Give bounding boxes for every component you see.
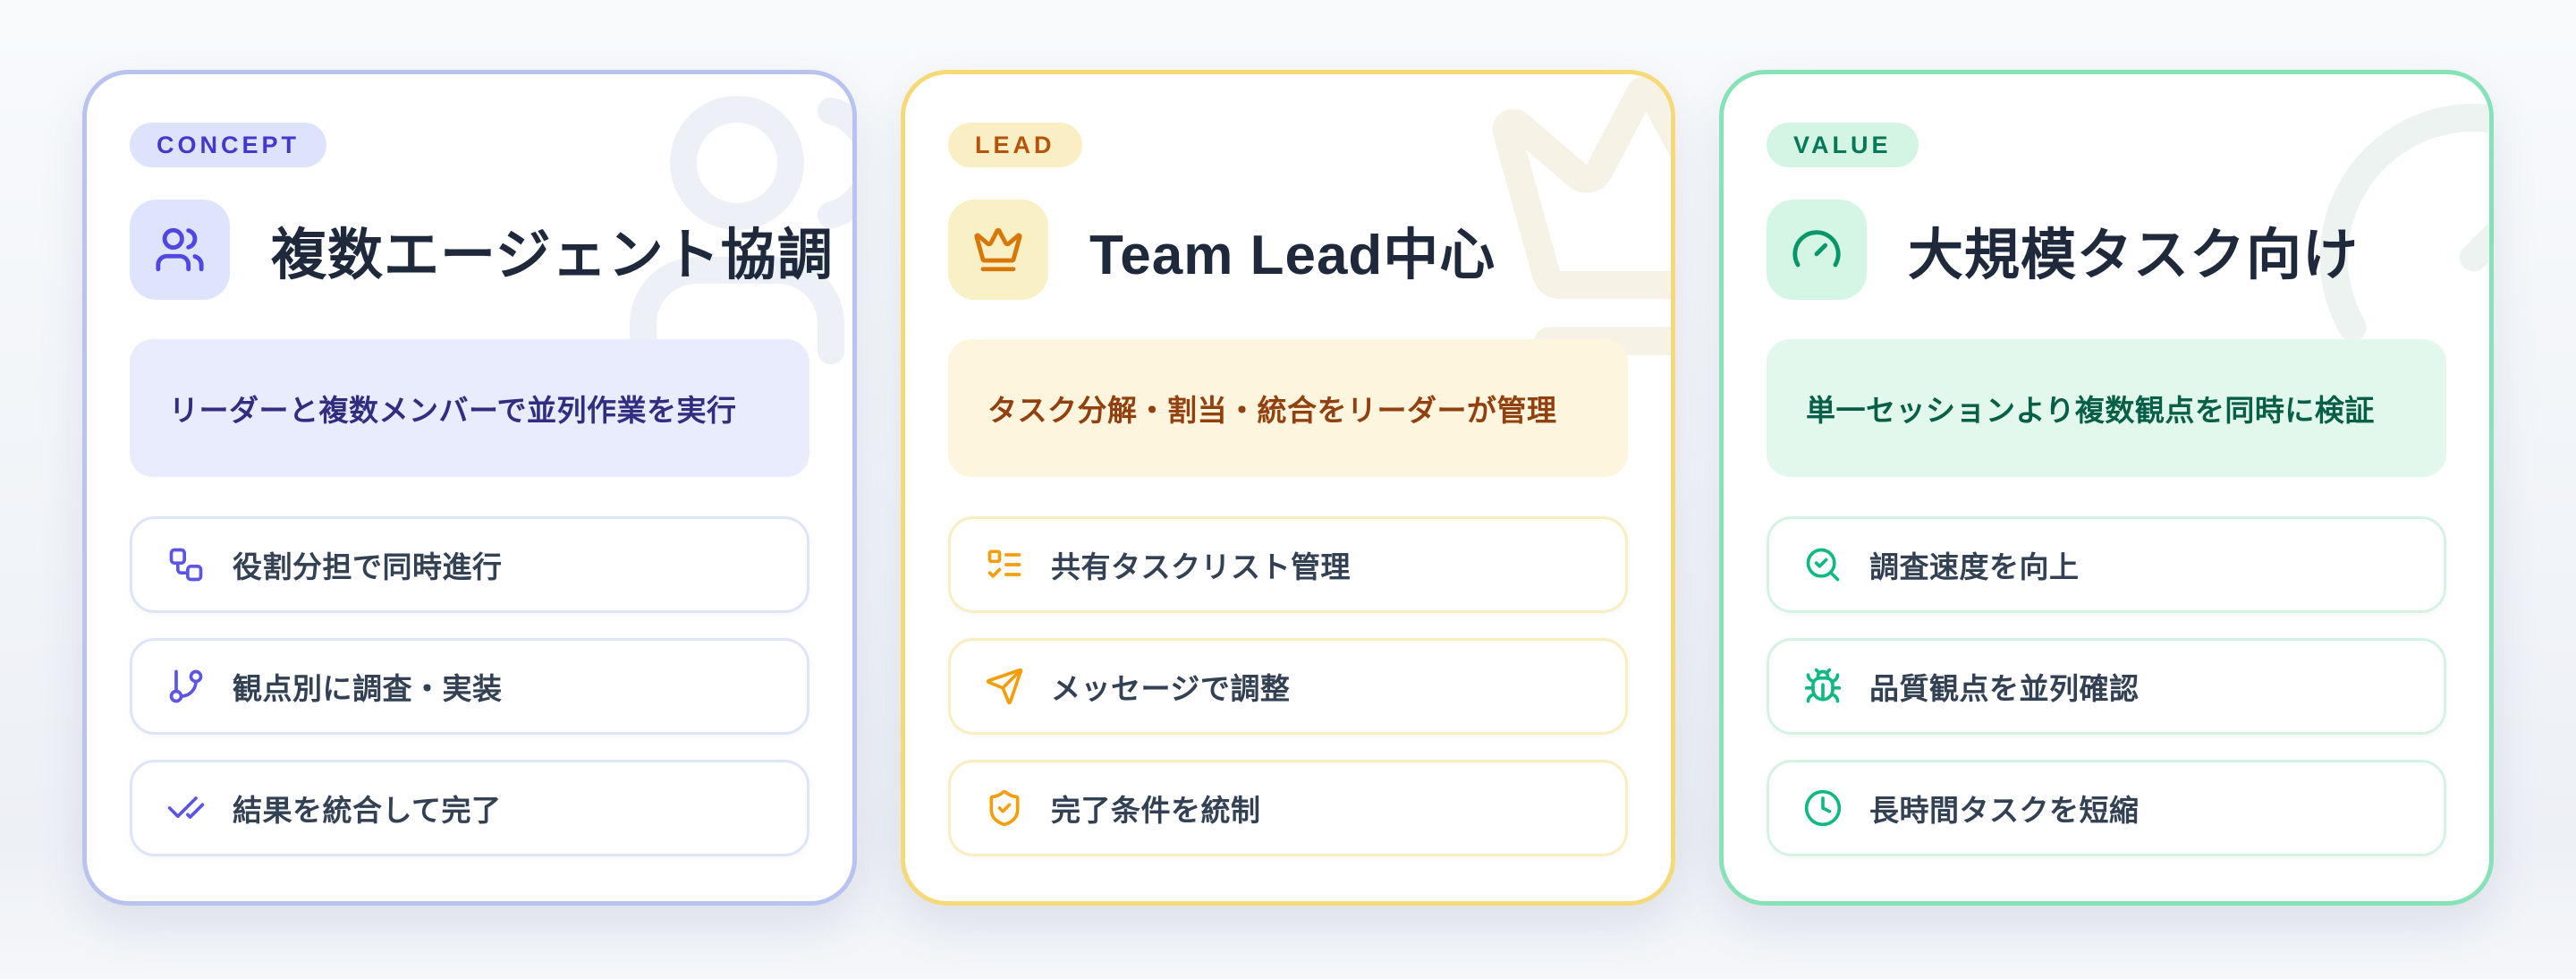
feature-label: 品質観点を並列確認 [1869,672,2140,705]
feature-item: 調査速度を向上 [1767,516,2446,613]
card-header: Team Lead中心 [948,200,1628,300]
check-check-icon [166,788,206,828]
feature-list: 共有タスクリスト管理 メッセージで調整 完了条件を統制 [948,516,1628,856]
summary-text: タスク分解・割当・統合をリーダーが管理 [987,394,1557,427]
feature-list: 調査速度を向上 品質観点を並列確認 長時間タスクを短縮 [1767,516,2446,856]
feature-item: 結果を統合して完了 [130,760,809,856]
summary-box: タスク分解・割当・統合をリーダーが管理 [948,339,1628,477]
summary-box: 単一セッションより複数観点を同時に検証 [1767,339,2446,477]
feature-label: 役割分担で同時進行 [233,550,503,583]
feature-label: 完了条件を統制 [1051,794,1261,827]
search-check-icon [1803,545,1843,584]
feature-label: 結果を統合して完了 [233,794,502,827]
summary-text: 単一セッションより複数観点を同時に検証 [1806,394,2375,427]
card-value: VALUE 大規模タスク向け 単一セッションより複数観点を同時に検証 調査速度を… [1719,70,2494,906]
feature-cards: CONCEPT 複数エージェント協調 リーダーと複数メンバーで並列作業を実行 役… [82,70,2494,906]
bug-icon [1803,667,1843,706]
card-title: Team Lead中心 [1089,225,1496,286]
users-icon [130,200,230,300]
feature-label: 共有タスクリスト管理 [1051,550,1351,583]
feature-list: 役割分担で同時進行 観点別に調査・実装 結果を統合して完了 [130,516,809,856]
send-icon [985,667,1024,706]
feature-item: 役割分担で同時進行 [130,516,809,613]
feature-item: 完了条件を統制 [948,760,1628,856]
feature-label: 観点別に調査・実装 [233,672,503,705]
card-lead: LEAD Team Lead中心 タスク分解・割当・統合をリーダーが管理 共有タ… [901,70,1675,906]
feature-label: 長時間タスクを短縮 [1869,794,2140,827]
category-badge: VALUE [1767,123,1919,167]
card-title: 大規模タスク向け [1908,225,2360,286]
card-title: 複数エージェント協調 [271,225,834,286]
card-concept: CONCEPT 複数エージェント協調 リーダーと複数メンバーで並列作業を実行 役… [82,70,857,906]
gauge-icon [1767,200,1867,300]
category-badge: LEAD [948,123,1082,167]
feature-label: メッセージで調整 [1051,672,1291,705]
card-header: 複数エージェント協調 [130,200,833,300]
git-branch-icon [166,667,206,706]
summary-box: リーダーと複数メンバーで並列作業を実行 [130,339,809,477]
summary-text: リーダーと複数メンバーで並列作業を実行 [169,394,737,427]
clock-icon [1803,788,1843,828]
feature-item: 観点別に調査・実装 [130,638,809,735]
feature-item: 品質観点を並列確認 [1767,638,2446,735]
shield-check-icon [985,788,1024,828]
feature-item: 長時間タスクを短縮 [1767,760,2446,856]
category-badge: CONCEPT [130,123,327,167]
card-header: 大規模タスク向け [1767,200,2446,300]
feature-label: 調査速度を向上 [1869,550,2080,583]
feature-item: メッセージで調整 [948,638,1628,735]
feature-item: 共有タスクリスト管理 [948,516,1628,613]
list-todo-icon [985,545,1024,584]
workflow-icon [166,545,206,584]
crown-icon [948,200,1048,300]
